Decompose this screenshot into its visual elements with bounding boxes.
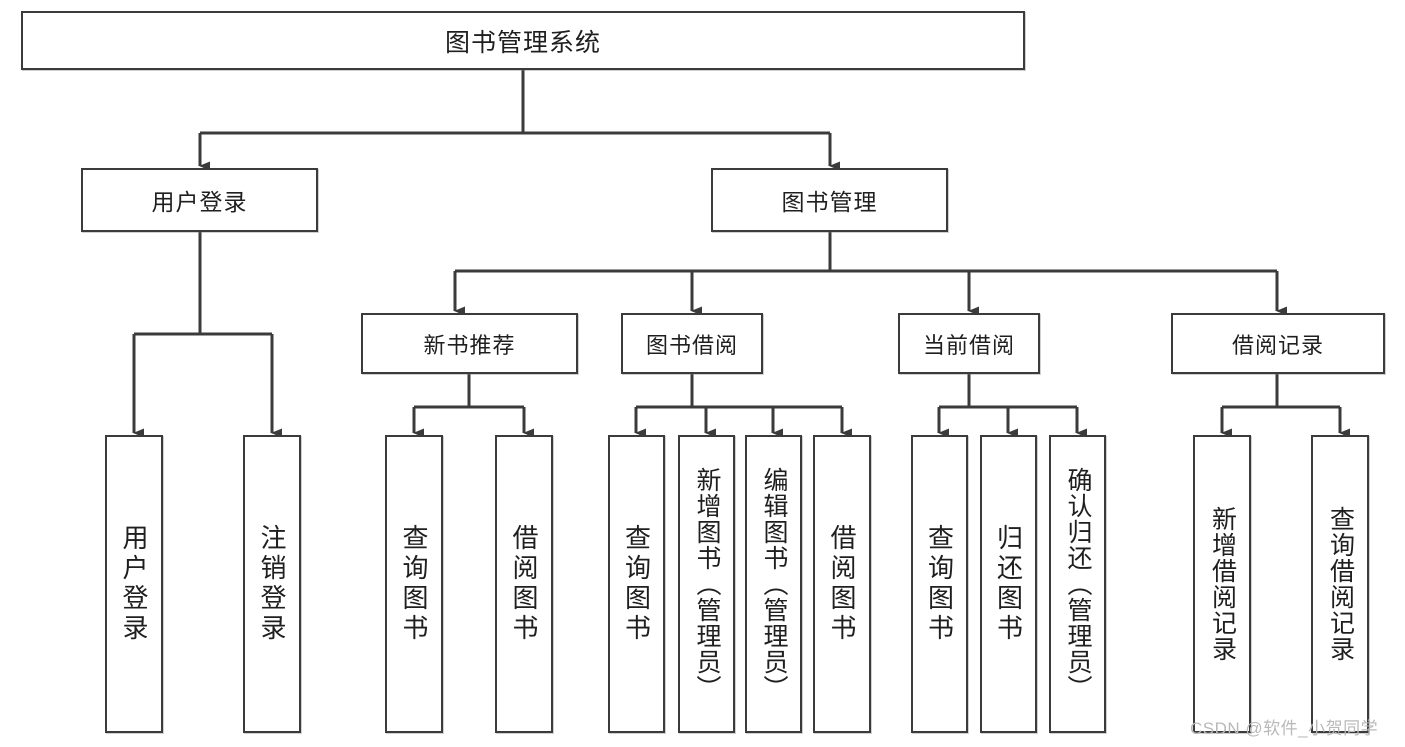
node-label: 图书管理 <box>781 189 878 215</box>
node-label: 查询借阅记录 <box>1326 506 1355 662</box>
leaf-brw-add-book-admin[interactable]: 新增图书（管理员） <box>678 435 735 733</box>
leaf-user-logout[interactable]: 注销登录 <box>243 435 301 733</box>
node-label: 当前借阅 <box>922 332 1015 358</box>
node-label: 归还图书 <box>993 524 1024 644</box>
leaf-brw-borrow-book[interactable]: 借阅图书 <box>813 435 871 733</box>
node-label: 图书管理系统 <box>444 28 601 57</box>
node-label: 新书推荐 <box>423 332 516 358</box>
leaf-cur-return-book[interactable]: 归还图书 <box>980 435 1037 733</box>
node-label: 查询图书 <box>924 524 955 644</box>
node-label: 图书借阅 <box>645 332 738 358</box>
node-current-borrow[interactable]: 当前借阅 <box>898 313 1040 374</box>
node-borrow-log[interactable]: 借阅记录 <box>1171 313 1385 374</box>
leaf-brw-query-book[interactable]: 查询图书 <box>608 435 665 733</box>
node-book-borrow[interactable]: 图书借阅 <box>621 313 763 374</box>
leaf-log-query-record[interactable]: 查询借阅记录 <box>1311 435 1369 733</box>
node-label: 用户登录 <box>151 189 248 215</box>
node-label: 确认归还（管理员） <box>1064 467 1092 701</box>
node-label: 新增图书（管理员） <box>693 467 721 701</box>
node-label: 查询图书 <box>621 524 652 644</box>
node-label: 借阅图书 <box>509 524 539 644</box>
leaf-user-login[interactable]: 用户登录 <box>105 435 163 733</box>
node-label: 借阅记录 <box>1231 332 1324 358</box>
leaf-log-add-record[interactable]: 新增借阅记录 <box>1193 435 1251 733</box>
leaf-brw-edit-book-admin[interactable]: 编辑图书（管理员） <box>745 435 802 733</box>
node-label: 注销登录 <box>257 524 287 644</box>
node-user-login[interactable]: 用户登录 <box>81 168 318 232</box>
node-new-book-recommend[interactable]: 新书推荐 <box>361 313 578 374</box>
leaf-cur-confirm-return-admin[interactable]: 确认归还（管理员） <box>1049 435 1106 733</box>
node-label: 用户登录 <box>119 524 149 644</box>
node-root-system[interactable]: 图书管理系统 <box>21 11 1025 70</box>
node-book-management[interactable]: 图书管理 <box>711 168 948 232</box>
leaf-rec-borrow-book[interactable]: 借阅图书 <box>495 435 553 733</box>
node-label: 新增借阅记录 <box>1208 506 1237 662</box>
node-label: 编辑图书（管理员） <box>760 467 788 701</box>
leaf-cur-query-book[interactable]: 查询图书 <box>911 435 968 733</box>
node-label: 借阅图书 <box>827 524 857 644</box>
node-label: 查询图书 <box>399 524 429 644</box>
leaf-rec-query-book[interactable]: 查询图书 <box>385 435 443 733</box>
